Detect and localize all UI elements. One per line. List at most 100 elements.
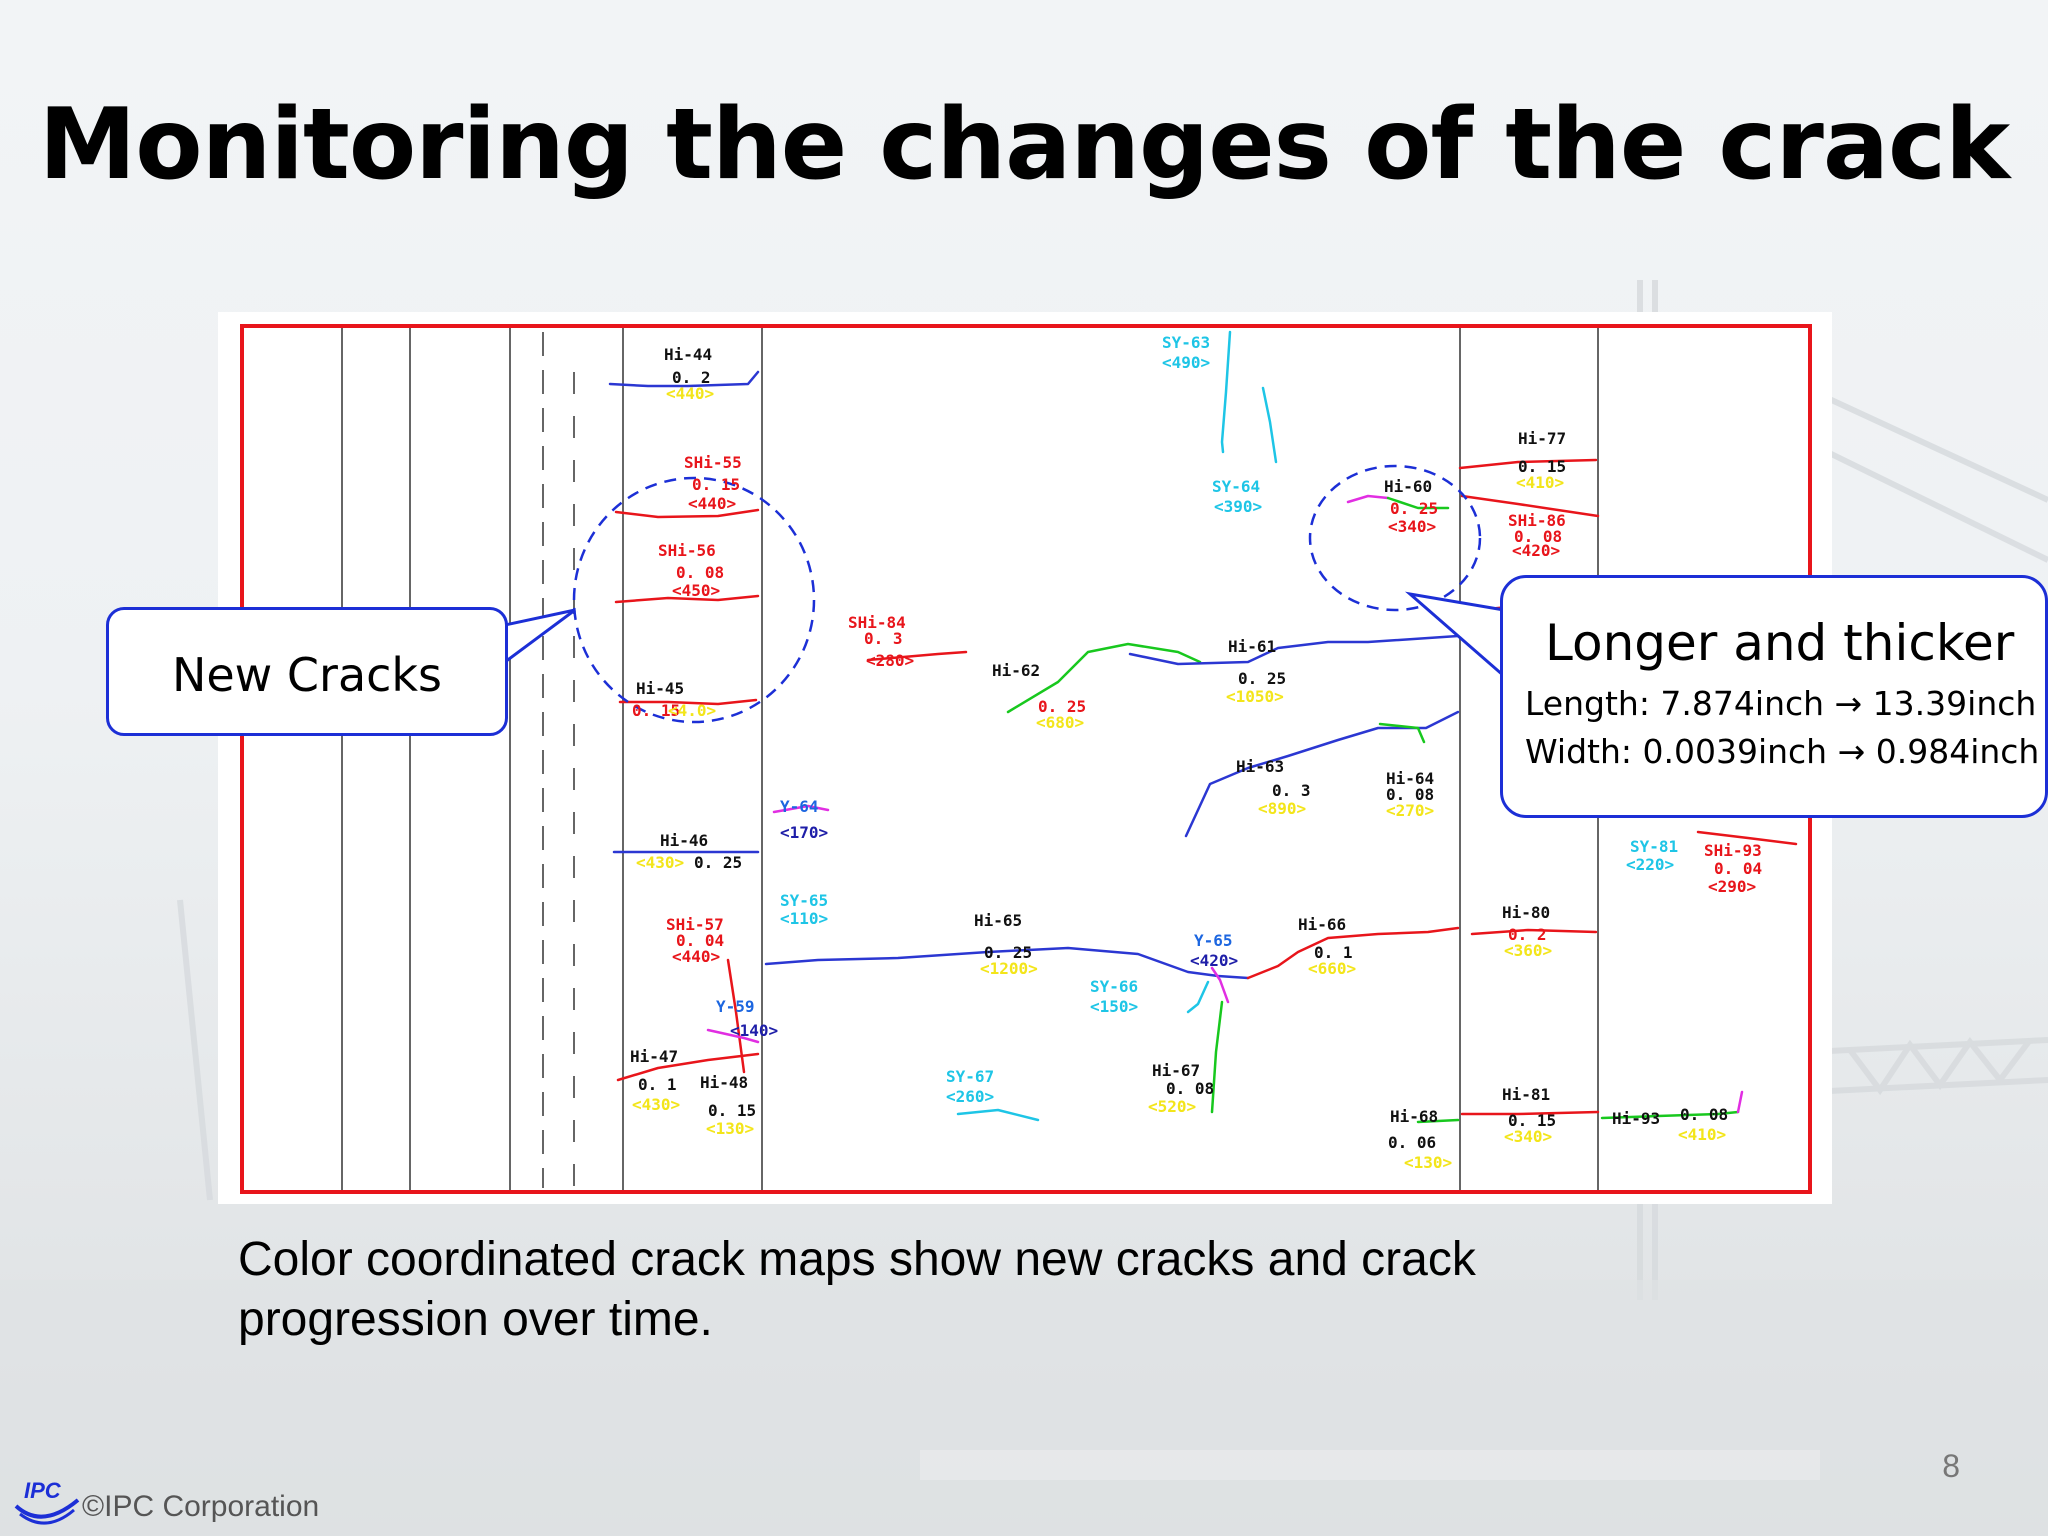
crack-hi-77 xyxy=(1458,458,1598,470)
crack-label: <110> xyxy=(780,909,828,928)
crack-labels: Hi-440. 2<440>SHi-550. 15<440>SHi-560. 0… xyxy=(630,333,1762,1172)
crack-label: 0. 25 xyxy=(1390,499,1438,518)
crack-hi-81 xyxy=(1460,1110,1600,1116)
crack-label: 0. 3 xyxy=(864,629,903,648)
crack-label: SHi-86 xyxy=(1508,511,1566,530)
crack-y-65 xyxy=(1210,966,1230,1004)
crack-label: 0. 06 xyxy=(1388,1133,1436,1152)
crack-label: <290> xyxy=(1708,877,1756,896)
crack-label: SHi-84 xyxy=(848,613,906,632)
crack-label: <420> xyxy=(1512,541,1560,560)
length-change-text: Length: 7.874inch → 13.39inch xyxy=(1525,684,2037,723)
crack-label: Hi-60 xyxy=(1384,477,1432,496)
crack-label: <170> xyxy=(780,823,828,842)
crack-label: Hi-80 xyxy=(1502,903,1550,922)
crack-label: <440> xyxy=(688,494,736,513)
crack-label: Hi-47 xyxy=(630,1047,678,1066)
crack-label: <130> xyxy=(1404,1153,1452,1172)
crack-label: SHi-56 xyxy=(658,541,716,560)
crack-label: <1200> xyxy=(980,959,1038,978)
crack-label: <340> xyxy=(1388,517,1436,536)
crack-label: 0. 04 xyxy=(1714,859,1762,878)
caption-line-2: progression over time. xyxy=(238,1293,713,1346)
crack-label: 0. 15 xyxy=(1508,1111,1556,1130)
longer-thicker-heading: Longer and thicker xyxy=(1545,614,2015,672)
crack-label: 0. 04 xyxy=(676,931,724,950)
crack-label: Y-59 xyxy=(716,997,755,1016)
crack-label: SY-67 xyxy=(946,1067,994,1086)
caption-line-1: Color coordinated crack maps show new cr… xyxy=(238,1233,1476,1286)
slide-caption: Color coordinated crack maps show new cr… xyxy=(238,1230,1638,1350)
crack-hi-61 xyxy=(1128,634,1460,666)
crack-shi-93 xyxy=(1696,830,1798,846)
crack-shi-86 xyxy=(1460,494,1600,518)
crack-label: Hi-46 xyxy=(660,831,708,850)
crack-label: 0. 15 xyxy=(632,701,680,720)
crack-label: <660> xyxy=(1308,959,1356,978)
crack-hi-65 xyxy=(764,946,1250,980)
crack-hi-64 xyxy=(1378,722,1426,744)
crack-label: 0. 08 xyxy=(1386,785,1434,804)
crack-hi-62 xyxy=(1006,642,1202,714)
crack-label: 0. 15 xyxy=(1518,457,1566,476)
longer-thicker-callout: Longer and thicker Length: 7.874inch → 1… xyxy=(1500,575,2048,818)
crack-label: SY-64 xyxy=(1212,477,1260,496)
crack-label: Hi-81 xyxy=(1502,1085,1550,1104)
crack-label: SHi-55 xyxy=(684,453,742,472)
crack-label: <270> xyxy=(1386,801,1434,820)
crack-label: Hi-44 xyxy=(664,345,712,364)
crack-sy-67 xyxy=(956,1108,1040,1122)
crack-hi-60-magenta xyxy=(1346,494,1390,504)
crack-label: 0. 1 xyxy=(1314,943,1353,962)
crack-hi-47 xyxy=(616,1052,760,1082)
crack-label: Hi-93 xyxy=(1612,1109,1660,1128)
crack-label: <340> xyxy=(1504,1127,1552,1146)
crack-label: <280> xyxy=(866,651,914,670)
crack-label: 0. 25 xyxy=(984,943,1032,962)
crack-label: SHi-57 xyxy=(666,915,724,934)
crack-label: <410> xyxy=(1516,473,1564,492)
slide-title: Monitoring the changes of the crack xyxy=(38,88,2010,202)
crack-sy-64 xyxy=(1261,386,1278,464)
crack-label: <430> xyxy=(632,1095,680,1114)
crack-label: Hi-62 xyxy=(992,661,1040,680)
crack-label: 0. 2 xyxy=(1508,925,1547,944)
crack-label: Hi-66 xyxy=(1298,915,1346,934)
crack-hi-66 xyxy=(1246,926,1460,980)
crack-label: 0. 08 xyxy=(1680,1105,1728,1124)
crack-label: Hi-45 xyxy=(636,679,684,698)
crack-shi-84 xyxy=(866,650,968,662)
crack-label: 0. 2 xyxy=(672,368,711,387)
crack-hi-60 xyxy=(1386,496,1450,510)
crack-label: <150> xyxy=(1090,997,1138,1016)
crack-label: <440> xyxy=(672,947,720,966)
crack-label: 0. 3 xyxy=(1272,781,1311,800)
new-cracks-highlight-circle xyxy=(572,476,816,724)
new-cracks-callout: New Cracks xyxy=(106,607,508,736)
ipc-logo-text: IPC xyxy=(24,1478,62,1503)
crack-label: <360> xyxy=(1504,941,1552,960)
crack-label: Y-64 xyxy=(780,797,819,816)
crack-label: 0. 08 xyxy=(676,563,724,582)
crack-sy-66 xyxy=(1186,980,1210,1014)
crack-label: <440> xyxy=(666,384,714,403)
crack-hi-93-tail xyxy=(1736,1090,1744,1114)
crack-label: <430> xyxy=(636,853,684,872)
new-cracks-callout-text: New Cracks xyxy=(171,648,443,702)
crack-label: <680> xyxy=(1036,713,1084,732)
crack-label: 0. 15 xyxy=(692,475,740,494)
crack-label: Hi-48 xyxy=(700,1073,748,1092)
crack-hi-80 xyxy=(1470,928,1598,936)
crack-label: 0. 25 xyxy=(1238,669,1286,688)
crack-shi-55 xyxy=(614,508,760,519)
crack-label: Y-65 xyxy=(1194,931,1233,950)
crack-hi-68 xyxy=(1416,1118,1460,1124)
crack-shi-57 xyxy=(726,958,746,1074)
crack-label: <410> xyxy=(1678,1125,1726,1144)
crack-label: Hi-63 xyxy=(1236,757,1284,776)
crack-label: Hi-61 xyxy=(1228,637,1276,656)
crack-label: SHi-93 xyxy=(1704,841,1762,860)
structure-lines xyxy=(341,328,1599,1190)
crack-label: 0. 1 xyxy=(638,1075,677,1094)
